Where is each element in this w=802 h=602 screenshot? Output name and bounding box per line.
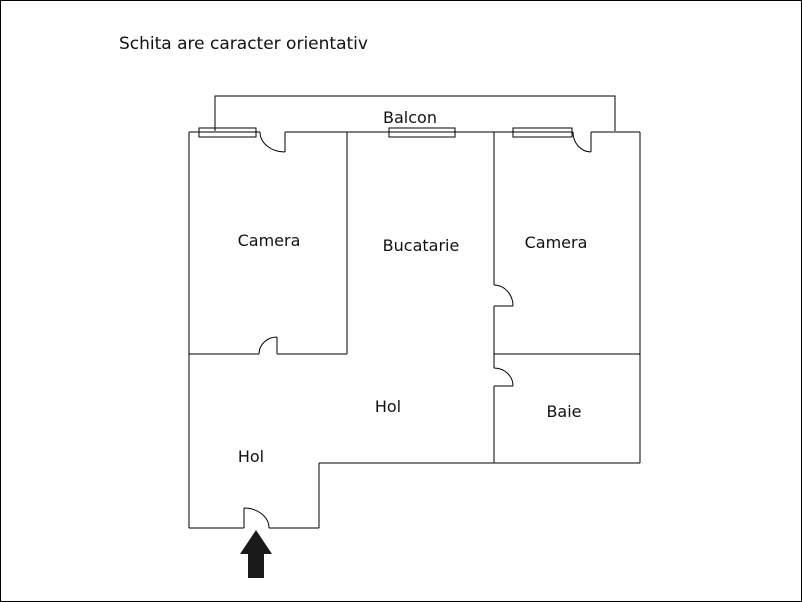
disclaimer-caption: Schita are caracter orientativ bbox=[119, 34, 368, 54]
label-hol-left: Hol bbox=[238, 447, 264, 466]
door-camera-swing bbox=[258, 336, 278, 355]
entrance-arrow-icon bbox=[240, 530, 272, 578]
balcony-door-right-swing bbox=[572, 131, 592, 153]
balcony-outline bbox=[214, 95, 616, 131]
balcony-door-left-swing bbox=[259, 131, 286, 153]
door-baie-swing bbox=[493, 367, 514, 387]
label-baie: Baie bbox=[546, 402, 581, 421]
entrance-door-swing bbox=[243, 507, 270, 529]
label-camera-right: Camera bbox=[525, 233, 588, 252]
label-camera-left: Camera bbox=[238, 231, 301, 250]
door-camera-right-swing bbox=[493, 284, 514, 307]
label-hol-center: Hol bbox=[375, 397, 401, 416]
label-balcon: Balcon bbox=[383, 108, 437, 127]
label-bucatarie: Bucatarie bbox=[383, 236, 460, 255]
